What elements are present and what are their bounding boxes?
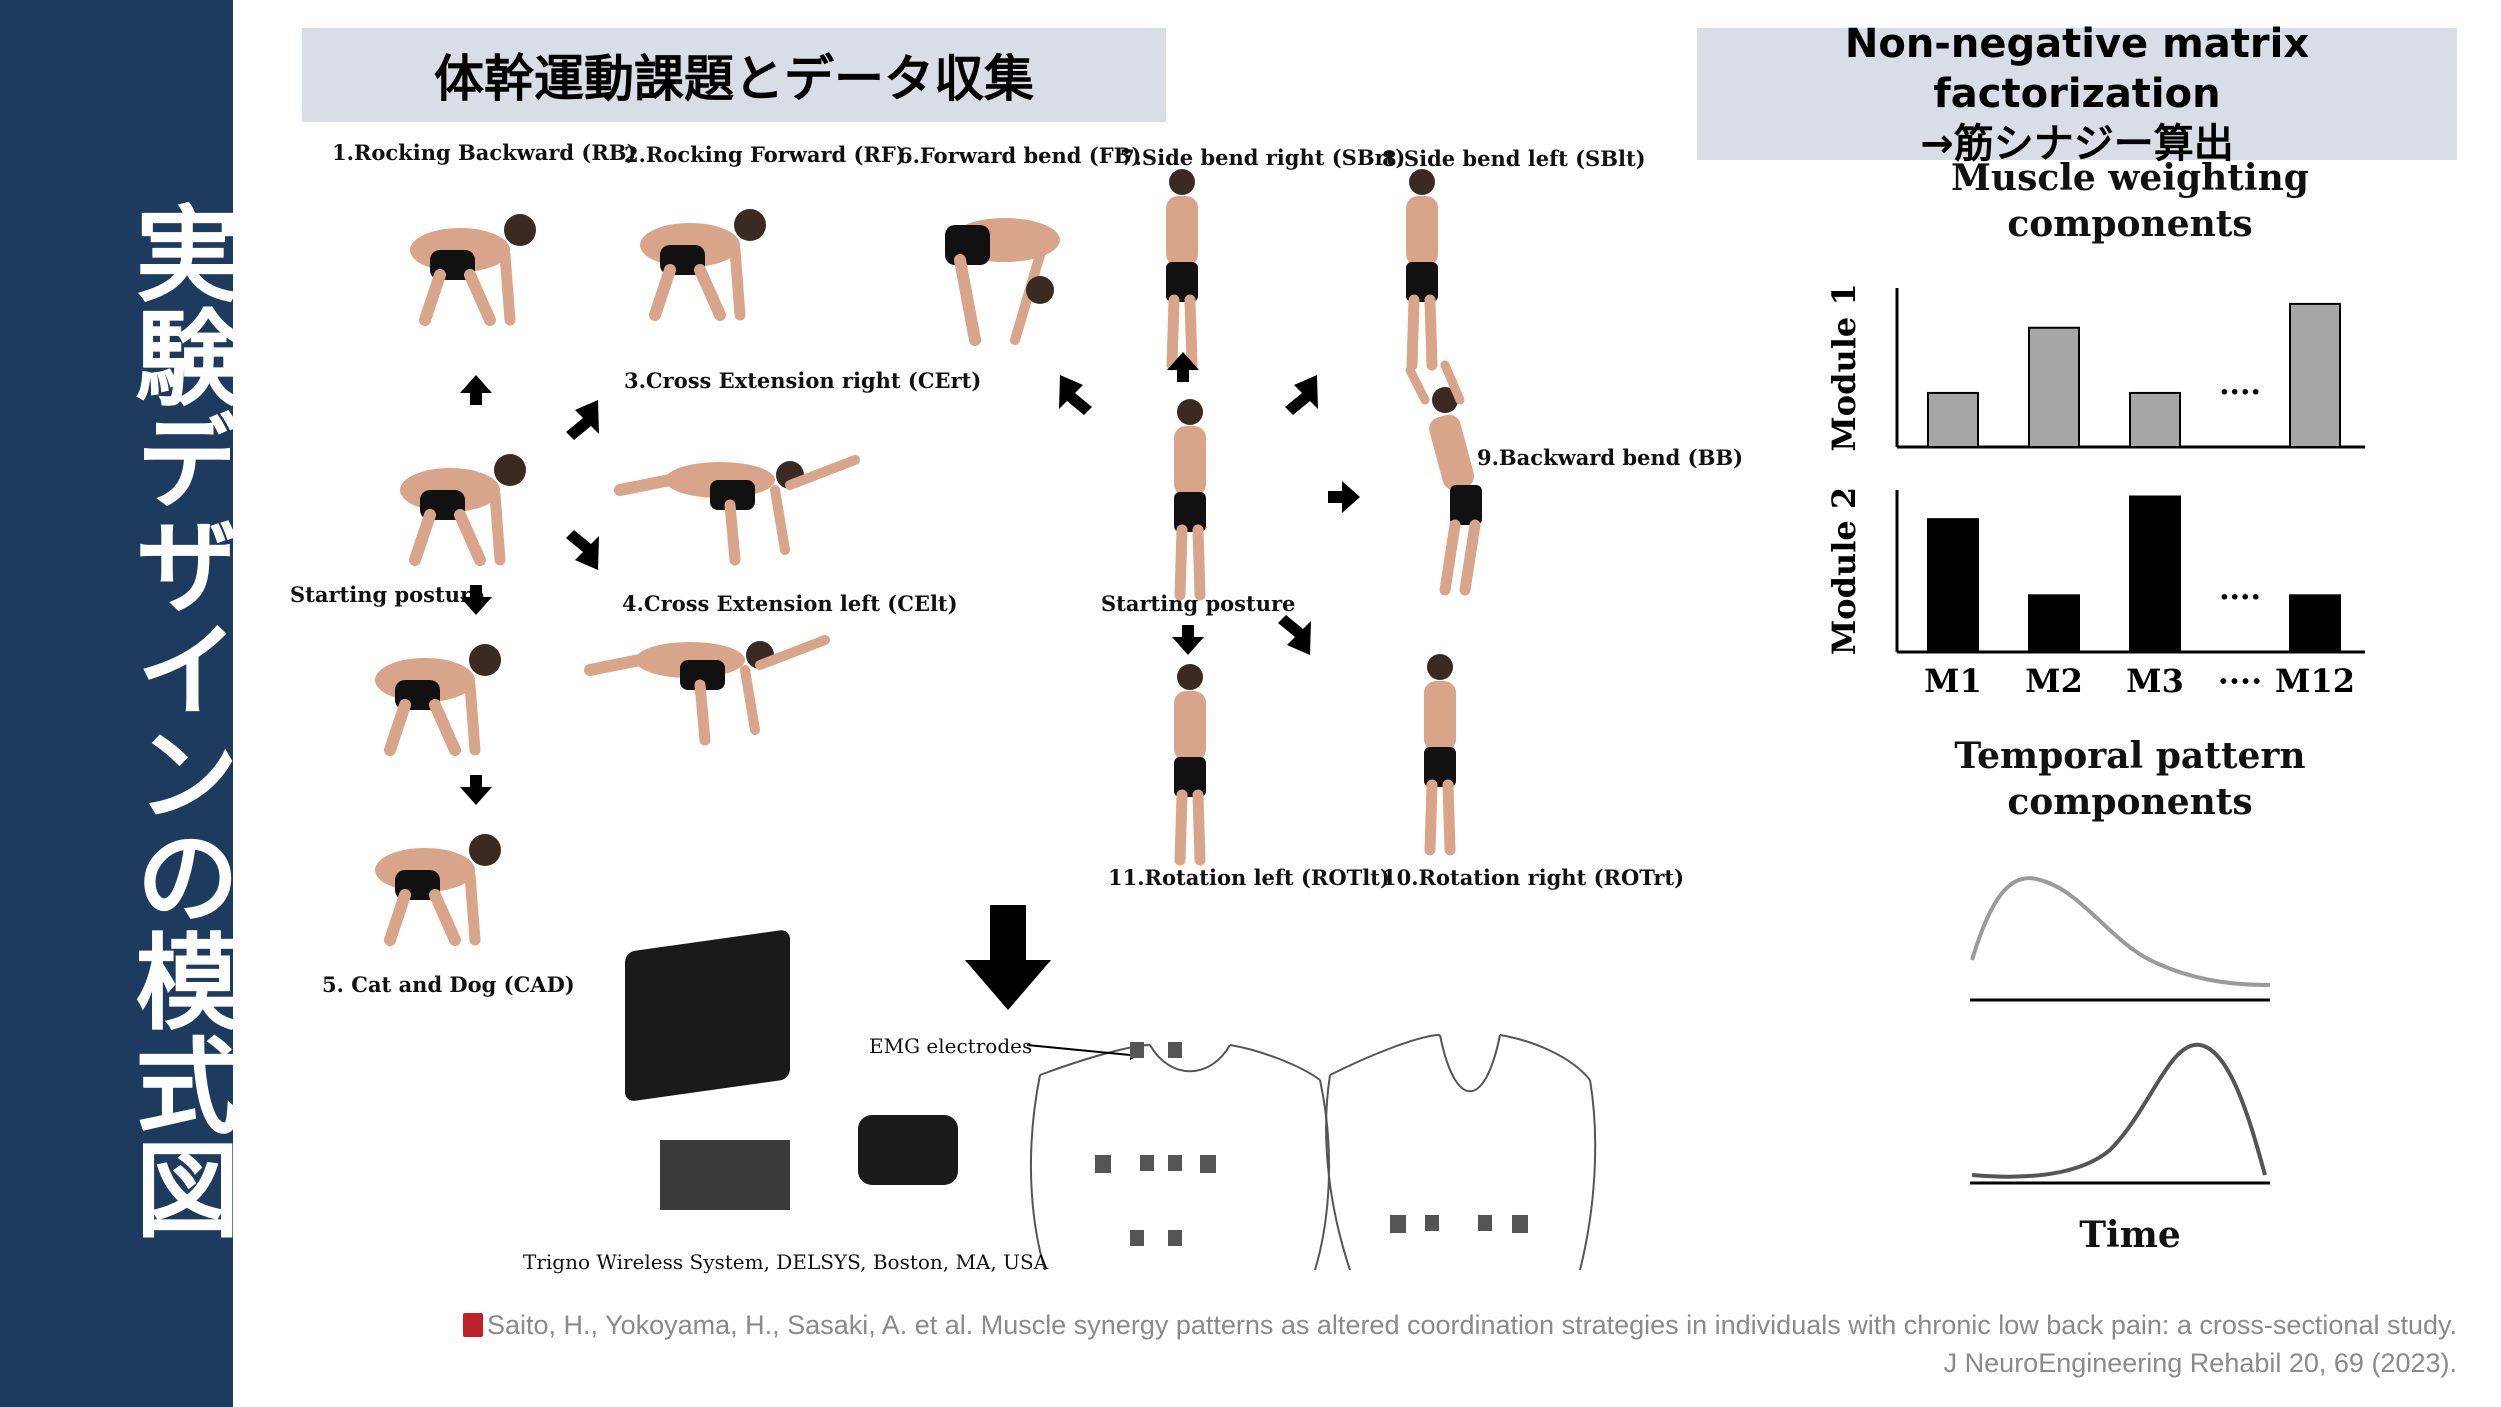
module-2-bar-m12 [2289, 594, 2341, 653]
sidebar-title: 実験デザインの模式図 [117, 200, 239, 1240]
temporal-title-line1: Temporal pattern [1954, 735, 2306, 777]
citation-text-1: Saito, H., Yokoyama, H., Sasaki, A. et a… [487, 1310, 2457, 1340]
category-label-1: M2 [2025, 662, 2083, 700]
label-bb: 9.Backward bend (BB) [1477, 445, 1744, 470]
temporal-curve-2 [1971, 1042, 2267, 1179]
category-label-0: M1 [1924, 662, 1982, 700]
label-sbrt: 7.Side bend right (SBrt) [1120, 145, 1406, 170]
weighting-title-line1: Muscle weighting [1951, 157, 2309, 199]
module-1-bar-m2 [2028, 326, 2080, 448]
module-1-bar-m1 [1927, 391, 1979, 449]
label-rotlt: 11.Rotation left (ROTlt) [1108, 865, 1390, 890]
module-2-bar-m1 [1927, 518, 1979, 653]
task-banner-title: 体幹運動課題とデータ収集 [434, 50, 1034, 108]
category-label-3: ···· [2218, 662, 2263, 700]
label-celt: 4.Cross Extension left (CElt) [622, 591, 958, 616]
label-rb: 1.Rocking Backward (RB) [332, 140, 637, 165]
weighting-title-line2: components [2007, 203, 2253, 245]
temporal-title: Temporal pattern components [1900, 733, 2360, 825]
emg-electrodes-label: EMG electrodes [869, 1034, 1033, 1058]
nmf-banner: Non-negative matrix factorization →筋シナジー… [1697, 21, 2457, 167]
category-label-2: M3 [2126, 662, 2184, 700]
label-rf: 2.Rocking Forward (RF) [624, 142, 906, 167]
sidebar: 実験デザインの模式図 [0, 0, 239, 1407]
label-cert: 3.Cross Extension right (CErt) [624, 368, 982, 393]
citation-line2: J NeuroEngineering Rehabil 20, 69 (2023)… [1943, 1348, 2457, 1378]
module-2-bar-m3 [2129, 495, 2181, 654]
label-rotrt: 10.Rotation right (ROTrt) [1382, 865, 1685, 890]
module-1-bar-m12 [2289, 302, 2341, 448]
module-2-ellipsis: ···· [2219, 580, 2261, 615]
task-banner: 体幹運動課題とデータ収集 [302, 28, 1166, 122]
label-sblt: 8.Side bend left (SBlt) [1382, 146, 1646, 171]
label-cad: 5. Cat and Dog (CAD) [322, 972, 575, 997]
nmf-banner-line2: →筋シナジー算出 [1920, 121, 2234, 167]
nmf-banner-line1: Non-negative matrix factorization [1844, 21, 2310, 117]
module-1-ellipsis: ···· [2219, 375, 2261, 410]
book-icon [463, 1313, 484, 1337]
citation: Saito, H., Yokoyama, H., Sasaki, A. et a… [287, 1306, 2457, 1382]
module-1-label: Module 1 [1825, 283, 1863, 451]
temporal-curve-1 [1970, 876, 2271, 987]
weighting-title: Muscle weighting components [1900, 155, 2360, 247]
trigno-system-label: Trigno Wireless System, DELSYS, Boston, … [523, 1250, 1049, 1274]
citation-line1: Saito, H., Yokoyama, H., Sasaki, A. et a… [287, 1306, 2457, 1344]
module-2-bar-m2 [2028, 594, 2080, 653]
label-fb: 6.Forward bend (FB) [898, 143, 1142, 168]
module-1-bar-m3 [2129, 391, 2181, 449]
module-2-label: Module 2 [1825, 487, 1863, 655]
time-label: Time [2079, 1214, 2181, 1256]
label-start-left: Starting posture [290, 582, 485, 607]
category-label-4: M12 [2275, 662, 2355, 700]
temporal-title-line2: components [2007, 781, 2253, 823]
